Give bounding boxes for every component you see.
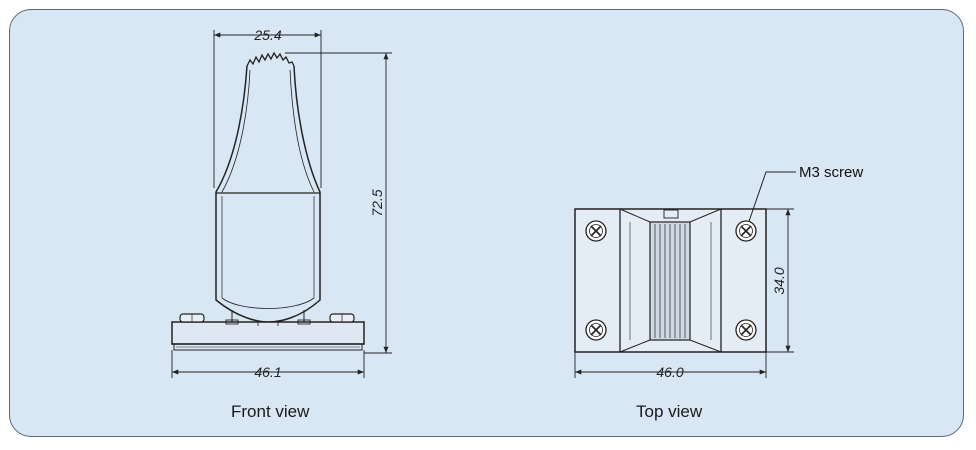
front-view-caption: Front view: [231, 402, 310, 421]
screw-icon: [735, 319, 757, 341]
screw-icon: [735, 220, 757, 242]
top-width-dim: 46.0: [656, 364, 683, 380]
top-height-dim: 34.0: [771, 267, 787, 294]
front-top-width-dim: 25.4: [253, 27, 281, 43]
top-view: [574, 171, 796, 378]
front-view: [171, 30, 392, 378]
drawing-panel: [9, 9, 964, 437]
front-height-dim: 72.5: [369, 189, 385, 216]
screw-icon: [585, 220, 607, 242]
screw-label: M3 screw: [799, 164, 863, 181]
screw-icon: [585, 319, 607, 341]
top-view-caption: Top view: [636, 402, 703, 421]
front-base-width-dim: 46.1: [254, 364, 281, 380]
